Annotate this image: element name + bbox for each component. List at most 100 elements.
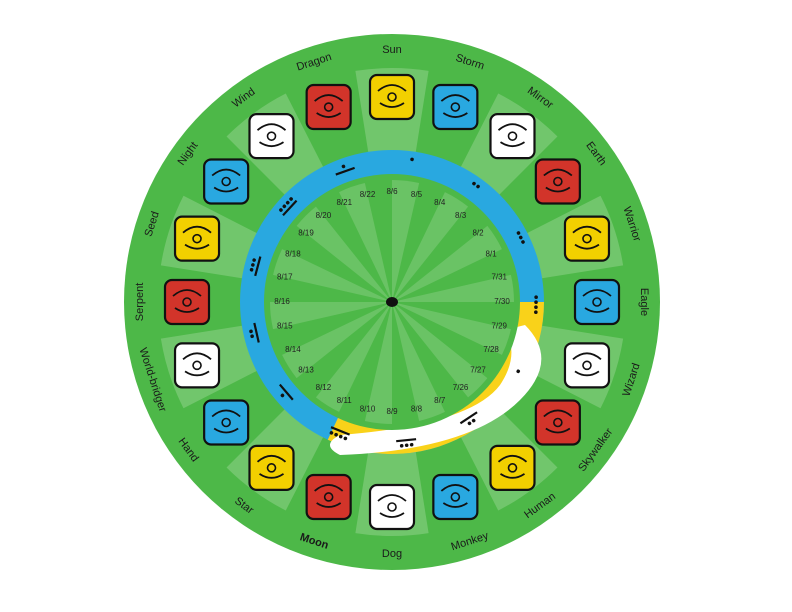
glyph-icon <box>497 123 528 148</box>
glyph-icon <box>572 352 602 377</box>
sign-tile-wind <box>248 113 295 160</box>
sign-tile-human <box>489 444 536 491</box>
tone-glyph <box>279 197 298 217</box>
white-band <box>330 325 542 455</box>
glyph-icon <box>182 225 212 250</box>
date-label: 8/13 <box>298 366 314 375</box>
sign-label: Serpent <box>134 283 146 322</box>
glyph-icon <box>572 225 602 250</box>
tone-glyph <box>278 383 294 401</box>
glyph-icon <box>211 409 241 434</box>
glyph-icon <box>314 484 344 508</box>
sign-tile-seed <box>173 215 221 262</box>
sign-tile-monkey <box>432 473 479 521</box>
date-label: 8/21 <box>336 198 352 207</box>
tone-glyph <box>459 411 478 426</box>
date-label: 8/17 <box>277 273 293 282</box>
glyph-icon <box>440 94 470 118</box>
sign-label: Sun <box>382 44 402 56</box>
inner-segment <box>392 274 514 302</box>
sign-label: Eagle <box>638 288 650 316</box>
sign-tile-earth <box>534 158 581 205</box>
tone-glyph <box>396 438 417 448</box>
sign-tile-serpent <box>163 278 211 326</box>
date-label: 8/12 <box>316 383 332 392</box>
glyph-icon <box>256 454 287 479</box>
sign-tile-moon <box>305 473 352 521</box>
date-label: 8/11 <box>337 396 353 405</box>
date-label: 8/7 <box>434 396 446 405</box>
inner-segment <box>273 249 392 302</box>
tone-glyph <box>472 181 480 189</box>
inner-segment <box>392 180 420 302</box>
inner-segment <box>392 302 511 355</box>
tone-glyphs <box>249 157 538 448</box>
date-label: 8/6 <box>386 187 398 196</box>
date-label: 8/15 <box>277 322 293 331</box>
sign-tile-mirror <box>489 113 536 160</box>
date-label: 8/2 <box>472 229 484 238</box>
glyph-icon <box>172 289 202 313</box>
glyph-icon <box>543 409 573 434</box>
sign-tile-eagle <box>573 278 621 326</box>
center-marker <box>386 297 398 307</box>
date-label: 7/29 <box>491 322 507 331</box>
glyph-icon <box>314 94 344 118</box>
sign-tiles <box>163 73 621 531</box>
sign-tile-dragon <box>305 83 352 131</box>
glyph-icon <box>182 352 212 377</box>
date-label: 8/10 <box>360 404 376 413</box>
date-label: 8/1 <box>486 249 498 258</box>
inner-segment <box>315 302 392 412</box>
date-label: 8/14 <box>285 345 301 354</box>
inner-segment <box>392 302 445 421</box>
date-label: 8/3 <box>455 211 467 220</box>
tone-glyph <box>534 295 538 315</box>
inner-segment <box>270 302 392 330</box>
date-label: 8/20 <box>316 211 332 220</box>
date-label: 7/27 <box>470 366 486 375</box>
inner-segment <box>282 302 392 379</box>
tone-glyph <box>516 369 521 374</box>
date-label: 8/18 <box>285 249 301 258</box>
inner-spiral <box>240 150 544 455</box>
sign-tile-dog <box>368 483 416 531</box>
inner-segment <box>296 206 392 302</box>
glyph-icon <box>497 454 528 479</box>
date-label: 8/8 <box>411 404 423 413</box>
glyph-icon <box>582 289 612 313</box>
sign-tile-storm <box>432 83 479 131</box>
date-label: 7/28 <box>483 345 499 354</box>
inner-segment <box>364 302 392 424</box>
date-label: 7/30 <box>494 297 510 306</box>
tone-glyph <box>329 426 351 441</box>
inner-segment <box>339 183 392 302</box>
sign-label: Dog <box>382 548 402 560</box>
tone-glyph <box>249 256 262 277</box>
sign-tile-wizard <box>563 342 611 389</box>
date-label: 8/9 <box>386 407 398 416</box>
sign-tile-night <box>203 158 250 205</box>
inner-segment <box>392 192 469 302</box>
date-label: 7/26 <box>453 383 469 392</box>
date-label: 8/16 <box>274 297 290 306</box>
sign-tile-star <box>248 444 295 491</box>
tone-glyph <box>516 231 525 244</box>
date-label: 8/4 <box>434 198 446 207</box>
date-label: 8/5 <box>411 190 423 199</box>
sign-tile-warrior <box>563 215 611 262</box>
sign-tile-sun <box>368 73 416 121</box>
date-label: 8/22 <box>360 190 376 199</box>
glyph-icon <box>377 84 407 108</box>
tone-glyph <box>410 157 414 162</box>
inner-segment <box>392 302 488 398</box>
sign-tile-skywalker <box>534 399 581 446</box>
center-dot <box>386 297 398 307</box>
sign-tile-hand <box>203 399 250 446</box>
date-label: 8/19 <box>298 229 314 238</box>
tone-glyph <box>335 164 355 176</box>
tone-glyph <box>249 322 260 343</box>
glyph-icon <box>256 123 287 148</box>
